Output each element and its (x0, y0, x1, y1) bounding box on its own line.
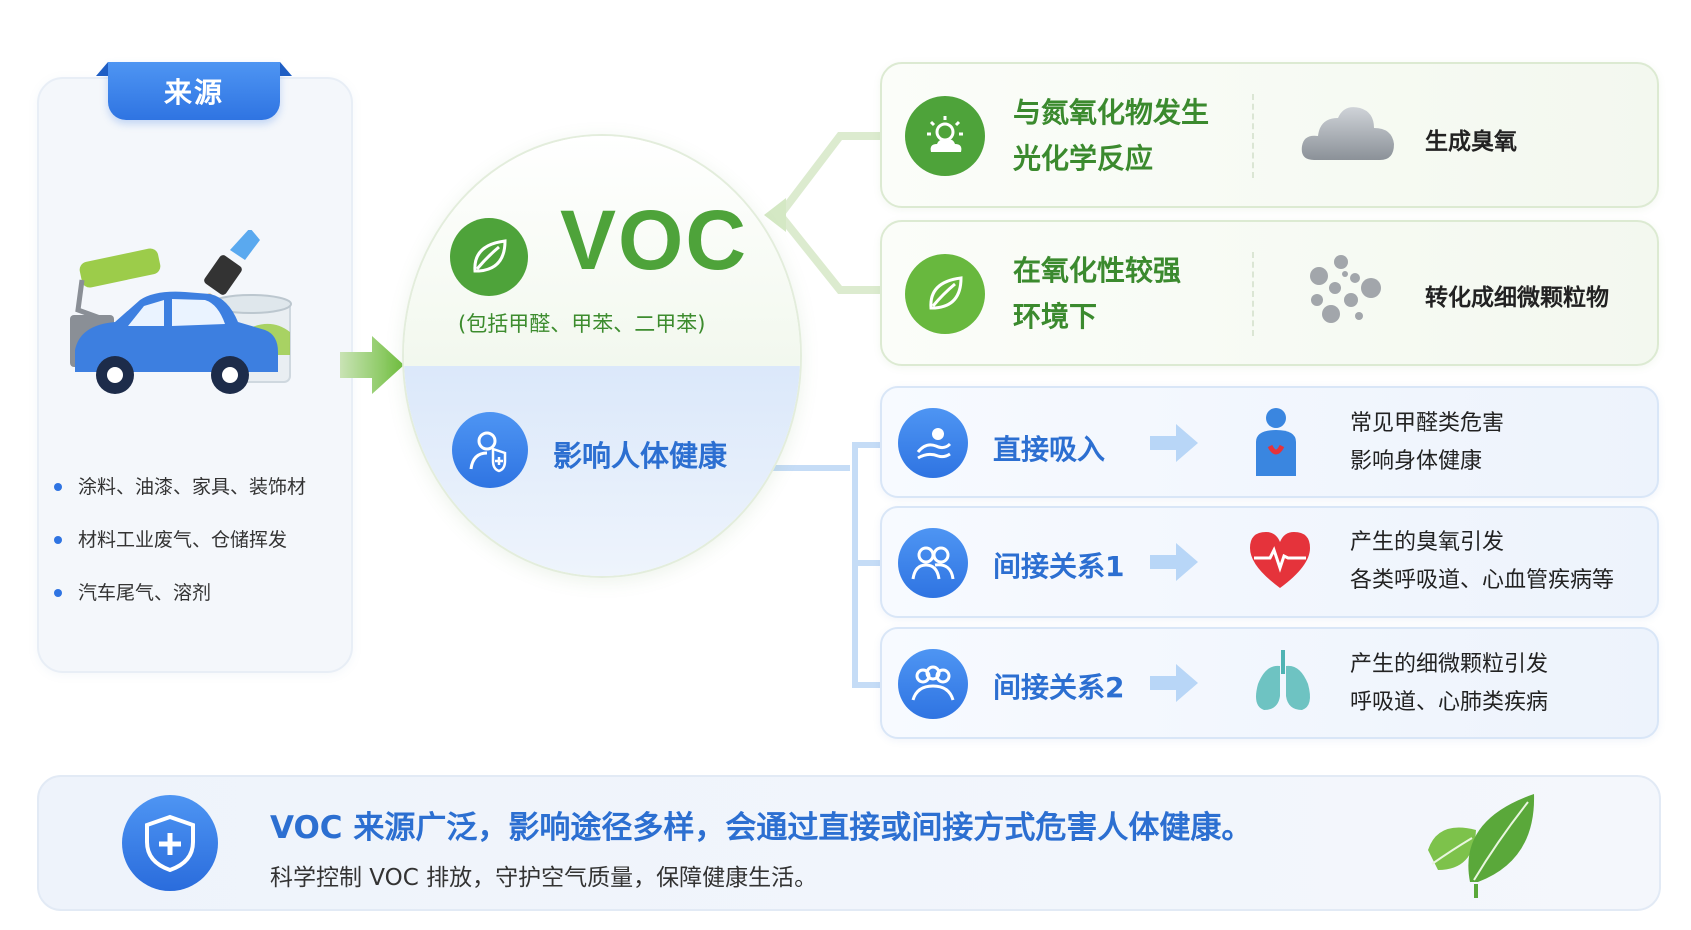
arrow-right-icon (1150, 424, 1198, 462)
impact-label: 间接关系2 (993, 671, 1125, 704)
reaction-result: 转化成细微颗粒物 (1425, 285, 1609, 311)
voc-leaf-icon (450, 218, 528, 296)
divider (1252, 252, 1254, 336)
sun-cloud-icon (905, 96, 985, 176)
reaction-text: 在氧化性较强环境下 (1013, 254, 1182, 333)
source-item: 材料工业废气、仓储挥发 (52, 527, 352, 580)
body-icon (1256, 408, 1296, 476)
voc-subtitle: (包括甲醛、甲苯、二甲苯) (458, 312, 706, 336)
reaction-card (880, 220, 1659, 366)
divider (1252, 94, 1254, 178)
heart-icon (1250, 532, 1310, 588)
particles-icon (1310, 255, 1381, 323)
source-item: 涂料、油漆、家具、装饰材 (52, 474, 352, 527)
car-icon (75, 291, 278, 394)
arrow-right-icon (1150, 543, 1198, 581)
summary-main: VOC 来源广泛，影响途径多样，会通过直接或间接方式危害人体健康。 (270, 810, 1253, 846)
group-icon (898, 649, 968, 719)
inhale-icon (898, 408, 968, 478)
source-item: 汽车尾气、溶剂 (52, 580, 352, 633)
reaction-result: 生成臭氧 (1425, 129, 1517, 155)
source-panel (37, 77, 353, 673)
voc-title: VOC (560, 193, 749, 287)
impact-desc: 常见甲醛类危害影响身体健康 (1350, 411, 1505, 474)
source-tab: 来源 (108, 62, 280, 120)
impact-label: 直接吸入 (993, 433, 1106, 466)
impact-desc: 产生的细微颗粒引发呼吸道、心肺类疾病 (1350, 652, 1549, 715)
people-icon (898, 528, 968, 598)
health-label: 影响人体健康 (553, 439, 728, 473)
summary-panel (37, 775, 1661, 911)
source-list: 涂料、油漆、家具、装饰材 材料工业废气、仓储挥发 汽车尾气、溶剂 (52, 474, 352, 633)
shield-plus-icon (122, 795, 218, 891)
summary-sub: 科学控制 VOC 排放，守护空气质量，保障健康生活。 (270, 865, 818, 891)
reaction-text: 与氮氧化物发生光化学反应 (1013, 96, 1210, 175)
arrow-right-icon (1150, 664, 1198, 702)
source-arrow-icon (340, 336, 404, 394)
leaves-icon (1428, 794, 1535, 898)
impact-label: 间接关系1 (993, 550, 1125, 583)
source-illustration (70, 230, 292, 394)
health-shield-icon (452, 412, 528, 488)
cloud-icon (1301, 107, 1394, 160)
leaf-icon (905, 254, 985, 334)
impact-desc: 产生的臭氧引发各类呼吸道、心血管疾病等 (1350, 530, 1615, 593)
reaction-card (880, 62, 1659, 208)
lungs-icon (1256, 650, 1310, 710)
